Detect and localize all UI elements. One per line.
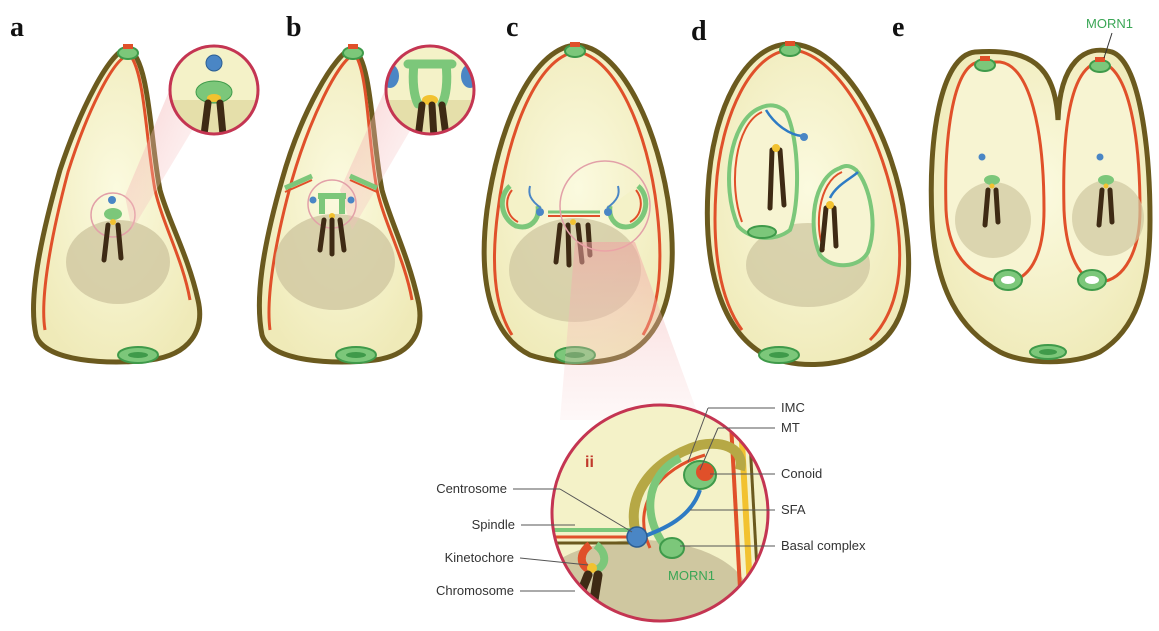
apical-cap xyxy=(123,44,133,49)
chromosome-inset xyxy=(568,575,598,625)
label-spindle: Spindle xyxy=(472,517,515,532)
morn1-ring xyxy=(104,208,122,220)
inset-roman-label: ii xyxy=(585,454,594,471)
label-centrosome: Centrosome xyxy=(436,481,507,496)
label-basal-complex: Basal complex xyxy=(781,538,866,553)
centrosome-ball xyxy=(627,527,647,547)
morn1-inset-label: MORN1 xyxy=(668,568,715,583)
label-kinetochore: Kinetochore xyxy=(445,550,514,565)
label-chromosome: Chromosome xyxy=(436,583,514,598)
panel-d-cell xyxy=(707,41,908,365)
label-conoid: Conoid xyxy=(781,466,822,481)
label-mt: MT xyxy=(781,420,800,435)
label-imc: IMC xyxy=(781,400,805,415)
centrosome xyxy=(536,208,544,216)
label-sfa: SFA xyxy=(781,502,806,517)
kinetochore xyxy=(110,219,116,225)
panel-e-cell: MORN1 xyxy=(931,16,1150,362)
panel-c-cell xyxy=(484,42,700,420)
zoom-beam xyxy=(560,242,700,420)
centrosome xyxy=(206,55,222,71)
basal-ring-hole xyxy=(128,352,148,358)
apical-cap xyxy=(348,44,358,49)
centrosome xyxy=(108,196,116,204)
morn1-top-label: MORN1 xyxy=(1086,16,1133,31)
inset-ii: ii MORN1 IMC MT Conoid SFA Basal complex… xyxy=(436,400,866,631)
